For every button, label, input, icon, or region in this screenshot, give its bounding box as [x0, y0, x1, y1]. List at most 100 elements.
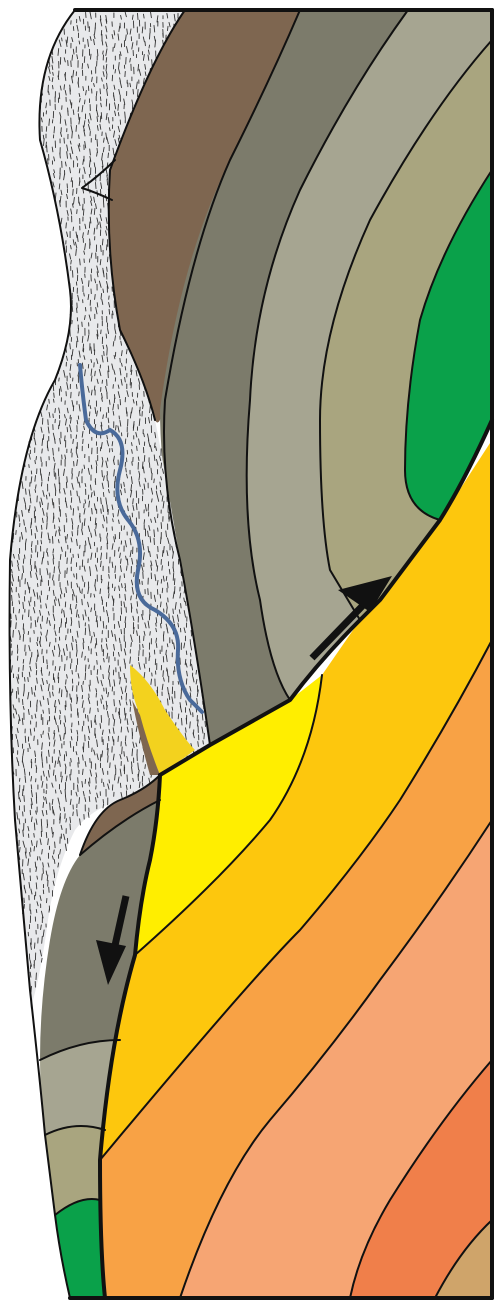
hatch-mark	[97, 303, 98, 307]
hatch-mark	[186, 651, 187, 655]
hatch-mark	[36, 663, 37, 669]
hatch-mark	[164, 547, 165, 553]
hatch-mark	[49, 472, 50, 475]
hatch-mark	[172, 707, 173, 710]
hatch-mark	[125, 112, 126, 119]
hatch-mark	[59, 93, 60, 99]
hatch-mark	[181, 692, 182, 699]
hatch-mark	[113, 599, 114, 606]
hatch-mark	[79, 621, 80, 627]
hatch-mark	[143, 755, 144, 762]
hatch-mark	[114, 700, 115, 706]
hatch-mark	[42, 936, 43, 943]
hatch-mark	[113, 411, 114, 415]
hatch-mark	[72, 132, 73, 139]
hatch-mark	[144, 14, 145, 18]
hatch-mark	[48, 503, 49, 509]
hatch-mark	[174, 579, 175, 585]
hatch-mark	[64, 807, 65, 811]
hatch-mark	[101, 246, 102, 252]
hatch-mark	[121, 559, 122, 564]
hatch-mark	[71, 759, 72, 762]
hatch-mark	[131, 643, 132, 647]
hatch-mark	[79, 41, 80, 44]
hatch-mark	[59, 490, 60, 493]
hatch-mark	[149, 45, 150, 48]
hatch-mark	[73, 637, 74, 642]
hatch-mark	[47, 523, 48, 529]
hatch-mark	[205, 722, 206, 727]
hatch-mark	[203, 741, 204, 744]
hatch-mark	[73, 439, 74, 443]
hatch-mark	[47, 595, 48, 599]
hatch-mark	[54, 399, 55, 402]
hatch-mark	[61, 622, 62, 627]
hatch-mark	[145, 765, 146, 769]
hatch-mark	[88, 231, 89, 235]
hatch-mark	[121, 630, 122, 634]
hatch-mark	[77, 420, 78, 424]
hatch-mark	[19, 609, 20, 613]
hatch-mark	[161, 624, 162, 628]
hatch-mark	[130, 58, 131, 62]
hatch-mark	[49, 399, 50, 403]
hatch-mark	[196, 670, 197, 674]
hatch-mark	[103, 607, 104, 612]
hatch-mark	[60, 153, 61, 158]
hatch-mark	[97, 117, 98, 122]
hatch-mark	[132, 443, 133, 446]
hatch-mark	[79, 181, 80, 185]
hatch-mark	[22, 574, 23, 580]
hatch-mark	[89, 665, 90, 669]
hatch-mark	[66, 636, 67, 640]
hatch-mark	[91, 54, 92, 59]
hatch-mark	[154, 479, 155, 483]
hatch-mark	[54, 770, 55, 775]
hatch-mark	[96, 653, 97, 656]
hatch-mark	[91, 721, 92, 728]
hatch-mark	[186, 679, 187, 684]
hatch-mark	[167, 644, 168, 647]
hatch-mark	[49, 908, 50, 912]
hatch-mark	[70, 88, 71, 94]
hatch-mark	[37, 876, 38, 879]
hatch-mark	[113, 519, 114, 522]
hatch-mark	[118, 113, 119, 116]
hatch-mark	[95, 294, 96, 299]
hatch-mark	[70, 344, 71, 349]
hatch-mark	[144, 772, 145, 775]
hatch-mark	[79, 144, 80, 147]
hatch-mark	[23, 830, 24, 836]
hatch-mark	[120, 667, 121, 671]
hatch-mark	[133, 89, 134, 94]
hatch-mark	[82, 469, 83, 473]
hatch-mark	[137, 446, 138, 450]
hatch-mark	[49, 119, 50, 126]
hatch-mark	[53, 549, 54, 553]
hatch-mark	[43, 803, 44, 808]
hatch-mark	[115, 43, 116, 47]
hatch-mark	[151, 468, 152, 473]
hatch-mark	[35, 534, 36, 539]
hatch-mark	[113, 514, 114, 517]
hatch-mark	[163, 671, 164, 677]
hatch-mark	[108, 749, 109, 756]
hatch-mark	[28, 678, 29, 682]
hatch-mark	[103, 51, 104, 54]
hatch-mark	[67, 568, 68, 573]
hatch-mark	[107, 357, 108, 362]
hatch-mark	[35, 489, 36, 492]
hatch-mark	[186, 718, 187, 724]
hatch-mark	[100, 89, 101, 94]
hatch-mark	[131, 596, 132, 600]
hatch-mark	[143, 644, 144, 647]
hatch-mark	[115, 566, 116, 573]
hatch-mark	[204, 733, 205, 739]
hatch-mark	[66, 587, 67, 592]
hatch-mark	[94, 386, 95, 390]
hatch-mark	[70, 694, 71, 699]
hatch-mark	[157, 690, 158, 696]
hatch-mark	[56, 597, 57, 600]
hatch-mark	[71, 617, 72, 621]
